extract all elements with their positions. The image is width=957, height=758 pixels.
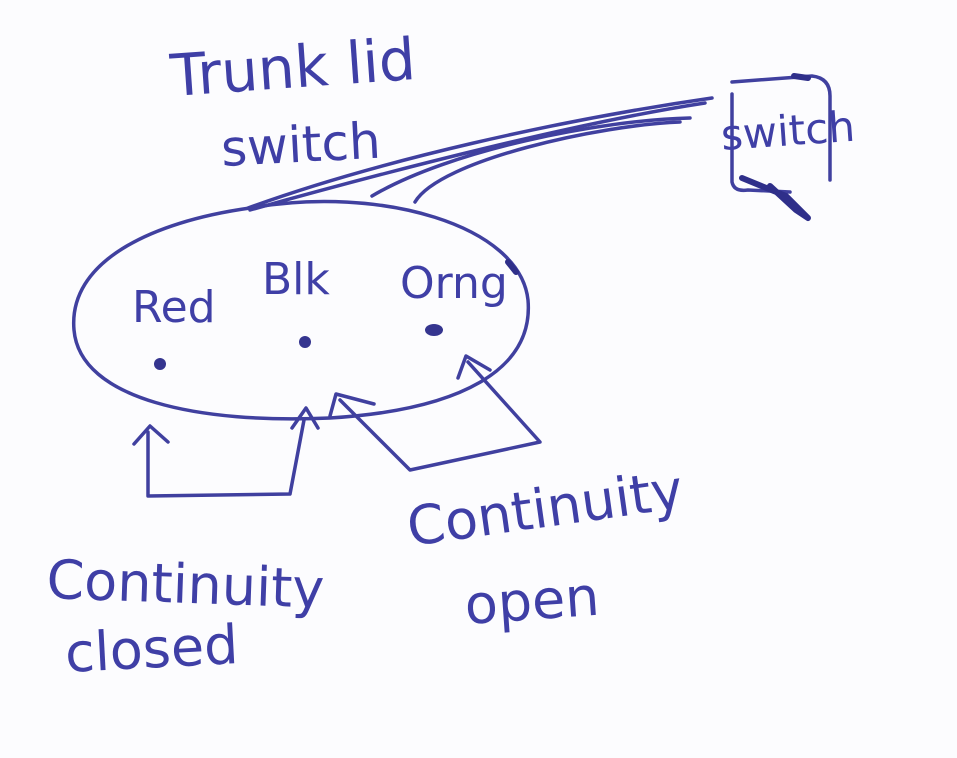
closed-arrowhead-left	[132, 424, 170, 446]
pin-label-blk: Blk	[262, 254, 330, 305]
title-line-1: Trunk lid	[167, 25, 417, 110]
open-arrowhead-right	[456, 354, 492, 380]
closed-label-line-1: Continuity	[46, 548, 326, 621]
switch-box-label: switch	[719, 102, 856, 160]
closed-arrowhead-right	[290, 406, 320, 430]
switch-box-scribble	[739, 175, 811, 221]
closed-loop-line	[146, 418, 306, 498]
switch-box: switch	[719, 73, 856, 221]
pin-label-orng: Orng	[400, 258, 508, 309]
switch-box-mark	[791, 73, 811, 81]
wire-4	[413, 120, 682, 204]
title-line-2: switch	[220, 112, 382, 178]
pin-orng	[425, 324, 443, 336]
connector-outline	[72, 199, 530, 421]
wire-2	[248, 101, 707, 212]
open-label-line-2: open	[463, 565, 602, 637]
wire-3	[370, 116, 692, 198]
open-continuity-arrow	[328, 354, 542, 472]
closed-label-line-2: closed	[63, 613, 239, 685]
wire-1	[246, 96, 714, 210]
pin-blk	[299, 336, 311, 348]
switch-box-left-edge	[730, 92, 792, 194]
pin-label-red: Red	[132, 282, 216, 333]
connector-corner-mark	[505, 259, 519, 275]
open-arrowhead-left	[328, 392, 376, 418]
pin-red	[154, 358, 166, 370]
open-label-line-1: Continuity	[403, 458, 687, 559]
switch-box-top-right-edge	[730, 74, 832, 182]
closed-continuity-arrow	[132, 406, 320, 498]
open-loop-line	[338, 360, 542, 472]
